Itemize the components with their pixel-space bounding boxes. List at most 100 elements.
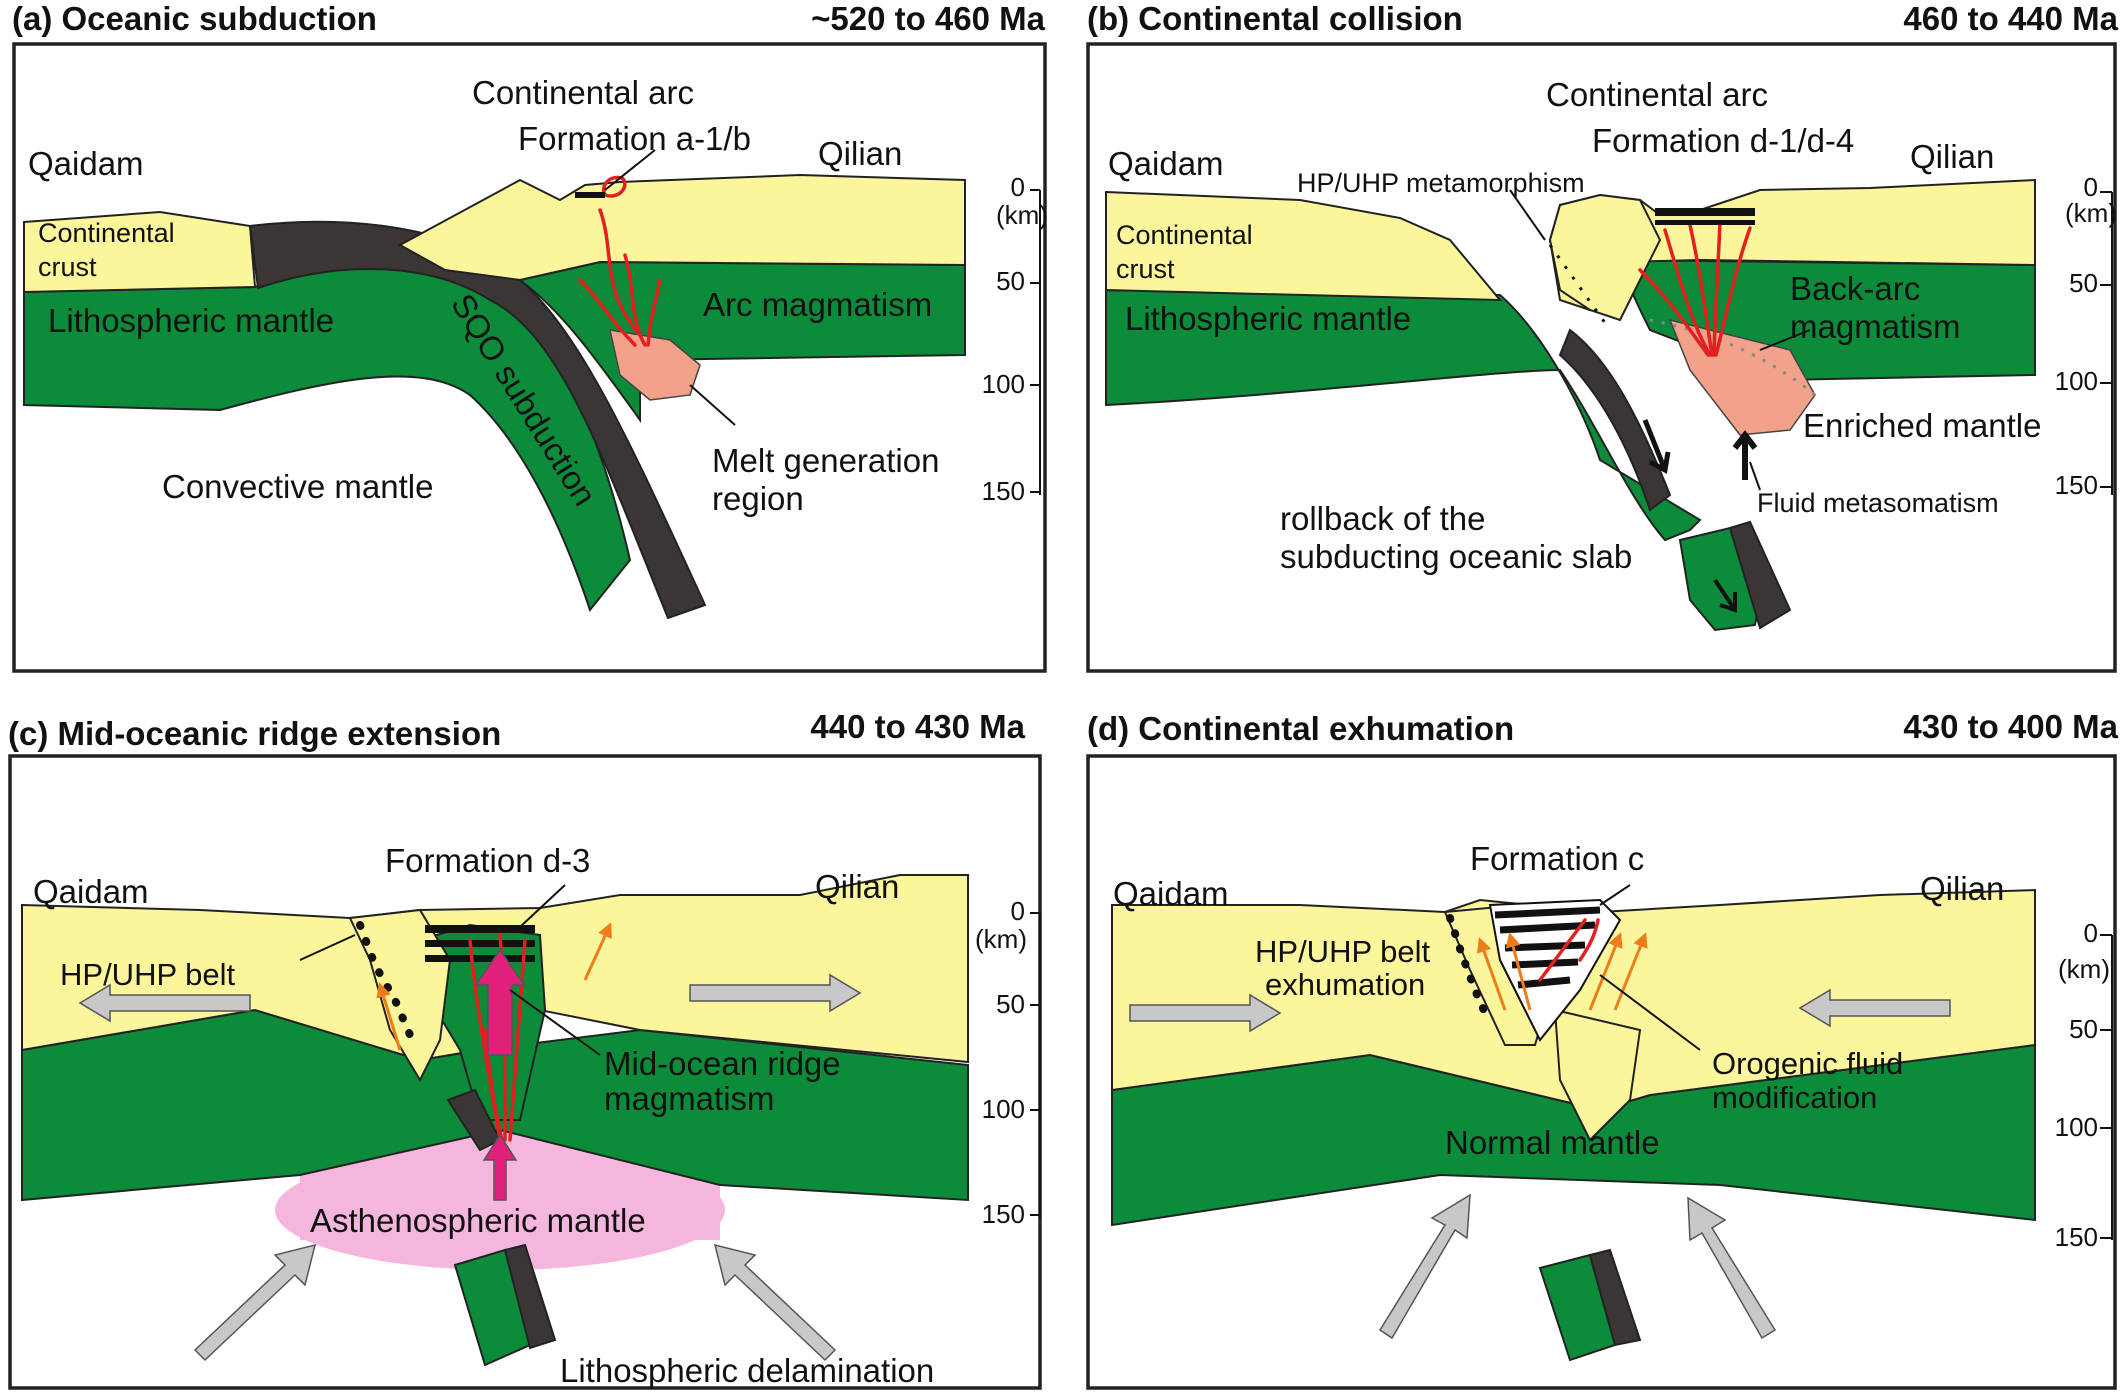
panel-d-shear-arrow xyxy=(1613,932,1648,1011)
panel-d-tick-100: 100 xyxy=(2055,1112,2098,1142)
panel-b-age: 460 to 440 Ma xyxy=(1903,0,2118,37)
panel-a: (a) Oceanic subduction ~520 to 460 Ma Qa… xyxy=(12,0,1048,673)
panel-a-formation-leader xyxy=(604,149,656,191)
panel-b-enriched-label: Enriched mantle xyxy=(1803,407,2041,444)
panel-a-qilian-label: Qilian xyxy=(818,135,902,172)
panel-b-left-crust xyxy=(1105,190,1503,302)
panel-c-upwelling-arrow xyxy=(474,948,526,1056)
panel-b-qilian-label: Qilian xyxy=(1910,138,1994,175)
panel-b-rollback-arrow xyxy=(1713,578,1737,613)
panel-c-lower-right-arrow xyxy=(713,1243,837,1362)
panel-b-qaidam-label: Qaidam xyxy=(1108,145,1224,182)
panel-b-hp-label: HP/UHP metamorphism xyxy=(1297,168,1585,198)
panel-c-mor-label-1: Mid-ocean ridge xyxy=(604,1045,841,1082)
panel-d-hp-belt-label-2: exhumation xyxy=(1265,967,1425,1002)
panel-b-backarc-label-1: Back-arc xyxy=(1790,270,1920,307)
panel-b-crust-label-2: crust xyxy=(1116,254,1175,284)
panel-b-vein xyxy=(1712,220,1722,357)
panel-c-formation-layer xyxy=(425,955,535,962)
panel-c-suture-dots xyxy=(356,921,414,1039)
panel-a-tick-50: 50 xyxy=(996,266,1025,296)
panel-b-depth-axis: 0 (km) 50 100 150 xyxy=(2055,172,2117,500)
panel-d-normal-mantle-label: Normal mantle xyxy=(1445,1124,1660,1161)
panel-a-right-crust xyxy=(397,173,966,282)
panel-b-vein xyxy=(1638,268,1710,357)
panel-a-lith-mantle-label: Lithospheric mantle xyxy=(48,302,334,339)
panel-d-orogenic-label-2: modification xyxy=(1712,1080,1877,1115)
panel-c-formation-label: Formation d-3 xyxy=(385,842,590,879)
panel-b-backarc-leader xyxy=(1759,329,1811,351)
panel-a-formation-label: Formation a-1/b xyxy=(518,120,751,157)
panel-b-formation-label: Formation d-1/d-4 xyxy=(1592,122,1854,159)
panel-b-hp-leader xyxy=(1509,189,1546,241)
panel-c-delaminated-block-dark xyxy=(503,1243,557,1350)
panel-d-left-convergence-arrow xyxy=(1129,993,1282,1033)
panel-b-dotted-boundary xyxy=(1649,318,1816,397)
panel-a-continental-arc-label: Continental arc xyxy=(472,74,694,111)
panel-b-tick-0: 0 xyxy=(2084,172,2098,202)
panel-c-formation-leader xyxy=(519,884,566,928)
panel-d-title: (d) Continental exhumation xyxy=(1087,710,1514,747)
panel-c-tick-unit: (km) xyxy=(975,924,1027,954)
panel-b-left-mantle xyxy=(1105,288,1702,542)
panel-d-qaidam-label: Qaidam xyxy=(1113,875,1229,912)
panel-b-vein xyxy=(1663,228,1712,357)
panel-a-melt-label-1: Melt generation xyxy=(712,442,939,479)
panel-b-up-arrow xyxy=(1732,430,1758,480)
panel-c-formation-layer xyxy=(425,925,535,933)
panel-b: (b) Continental collision 460 to 440 Ma xyxy=(1086,0,2119,673)
panel-d-right-convergence-arrow xyxy=(1798,988,1951,1028)
panel-c-upwelling-arrow-lower xyxy=(482,1133,518,1201)
panel-d-shear-arrow xyxy=(1588,932,1623,1011)
panel-b-vein xyxy=(1714,226,1752,357)
panel-d-suture-dots xyxy=(1446,914,1492,1024)
panel-c-tick-0: 0 xyxy=(1011,896,1025,926)
panel-b-broken-slab-dark xyxy=(1728,520,1792,630)
panel-c-mor-label-2: magmatism xyxy=(604,1080,775,1117)
panel-c-right-extension-arrow xyxy=(689,973,862,1013)
panel-b-fluid-label: Fluid metasomatism xyxy=(1757,488,1999,518)
panel-a-crust-label-1: Continental xyxy=(38,218,175,248)
panel-c-vein xyxy=(508,938,527,1142)
panel-a-convective-label: Convective mantle xyxy=(162,468,433,505)
panel-a-tick-0: 0 xyxy=(1011,172,1025,202)
panel-c: (c) Mid-oceanic ridge extension 440 to 4… xyxy=(8,708,1042,1390)
panel-c-hp-block xyxy=(348,908,452,1083)
panel-d-vein xyxy=(1578,918,1600,962)
panel-a-tick-150: 150 xyxy=(982,476,1025,506)
panel-a-melt-region xyxy=(609,329,701,401)
panel-d-shear-arrow xyxy=(1505,932,1532,1011)
panel-d-central-block xyxy=(1553,1008,1642,1142)
panel-c-mor-leader xyxy=(509,989,601,1056)
panel-a-tick-100: 100 xyxy=(982,369,1025,399)
panel-c-shear-arrow xyxy=(583,922,612,981)
panel-c-vein xyxy=(483,1028,504,1142)
panel-c-tick-100: 100 xyxy=(982,1094,1025,1124)
panel-d-formation-stripes xyxy=(1494,906,1601,989)
panel-c-tick-50: 50 xyxy=(996,989,1025,1019)
panel-a-age: ~520 to 460 Ma xyxy=(811,0,1046,37)
panel-d-hp-belt-label-1: HP/UHP belt xyxy=(1255,934,1431,969)
panel-d-shear-arrow xyxy=(1476,937,1507,1011)
panel-a-vein xyxy=(623,253,647,347)
panel-a-crust-label-2: crust xyxy=(38,252,97,282)
panel-b-slab xyxy=(1558,328,1672,512)
panel-d-orogenic-leader xyxy=(1599,974,1701,1051)
panel-d-formation-leader xyxy=(1599,884,1631,906)
panel-a-left-crust xyxy=(23,210,257,294)
panel-c-tick-150: 150 xyxy=(982,1199,1025,1229)
panel-b-rollback-label-1: rollback of the xyxy=(1280,500,1485,537)
panel-d-age: 430 to 400 Ma xyxy=(1903,708,2118,745)
panel-d-crust xyxy=(1111,888,2036,1112)
panel-b-suture-dots xyxy=(1548,244,1612,331)
panel-c-astheno-label: Asthenospheric mantle xyxy=(310,1202,646,1239)
panel-b-tick-150: 150 xyxy=(2055,470,2098,500)
panel-a-melt-leader xyxy=(689,384,736,426)
panel-c-title: (c) Mid-oceanic ridge extension xyxy=(8,715,501,752)
panel-d-tick-150: 150 xyxy=(2055,1222,2098,1252)
panel-d-frame xyxy=(1086,754,2117,1390)
panel-d-vein xyxy=(1538,918,1587,982)
panel-c-hp-leader xyxy=(299,934,356,961)
panel-a-vein xyxy=(578,278,637,347)
